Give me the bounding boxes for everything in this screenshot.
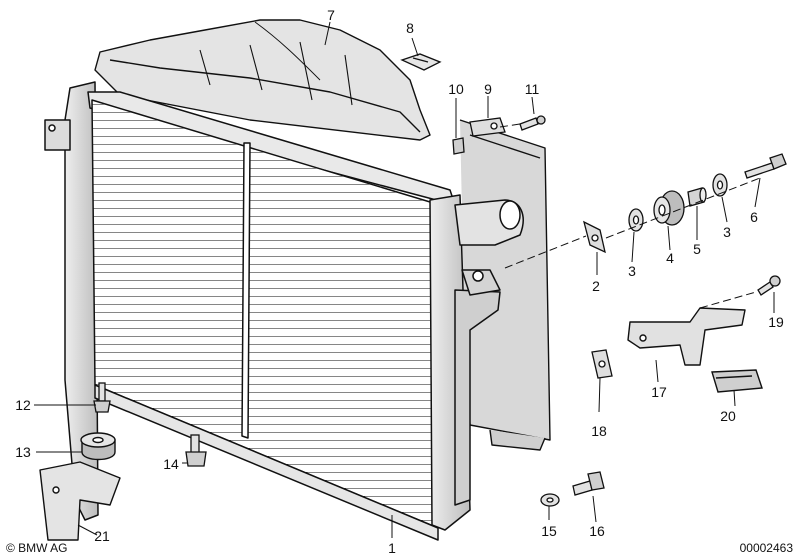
sleeve-part-5 (687, 187, 707, 207)
washer-part-3a (628, 208, 644, 232)
label-part-8: 8 (406, 20, 414, 36)
part-labels: 1 2 3 3 4 5 6 7 8 9 10 11 12 13 14 15 16… (15, 7, 784, 556)
bolt-part-16 (572, 471, 605, 496)
label-part-1: 1 (388, 540, 396, 556)
label-part-18: 18 (591, 423, 607, 439)
screw-part-19 (757, 275, 781, 296)
drawing-number: 00002463 (740, 541, 794, 555)
bolt-part-14 (185, 434, 207, 467)
label-part-16: 16 (589, 523, 605, 539)
clip-nut-part-2 (583, 220, 606, 254)
fan-shroud (94, 19, 551, 451)
washer-part-3b (712, 173, 728, 197)
label-part-7: 7 (327, 7, 335, 23)
label-part-19: 19 (768, 314, 784, 330)
label-part-13: 13 (15, 444, 31, 460)
label-part-20: 20 (720, 408, 736, 424)
label-part-14: 14 (163, 456, 179, 472)
leader-lines (34, 21, 775, 538)
label-part-11: 11 (525, 81, 540, 97)
bracket-part-21 (39, 461, 121, 541)
label-part-5: 5 (693, 241, 701, 257)
label-part-17: 17 (651, 384, 667, 400)
clip-part-18 (591, 349, 613, 379)
pin-part-12 (93, 382, 111, 413)
nut-part-10 (452, 137, 465, 155)
label-part-15: 15 (541, 523, 557, 539)
bolt-part-6 (744, 153, 787, 179)
washer-part-15 (540, 493, 560, 507)
label-part-3a: 3 (628, 263, 636, 279)
label-part-9: 9 (484, 81, 492, 97)
bracket-part-17 (627, 307, 746, 366)
label-part-6: 6 (750, 209, 758, 225)
label-part-2: 2 (592, 278, 600, 294)
label-part-3b: 3 (723, 224, 731, 240)
rubber-mount-part-4 (653, 190, 685, 226)
copyright-text: © BMW AG (6, 541, 68, 555)
grommet-part-13 (80, 432, 116, 461)
label-part-10: 10 (448, 81, 464, 97)
label-part-21: 21 (94, 528, 110, 544)
screw-part-11 (519, 115, 546, 131)
radiator-assembly (44, 81, 524, 541)
label-part-12: 12 (15, 397, 31, 413)
bracket-part-9 (469, 117, 506, 137)
label-part-4: 4 (666, 250, 674, 266)
clip-part-8 (400, 53, 442, 71)
cap-part-20 (711, 369, 763, 393)
